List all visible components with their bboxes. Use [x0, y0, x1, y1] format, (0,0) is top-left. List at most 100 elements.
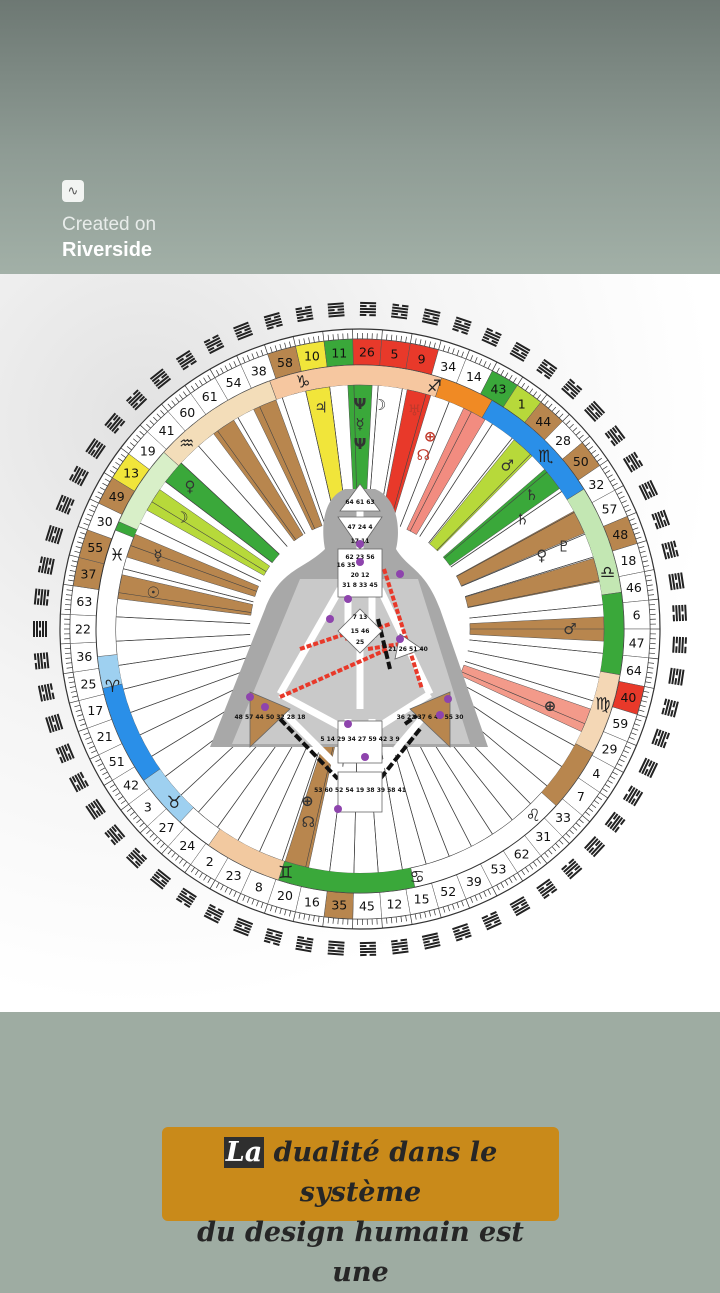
- zodiac-sign-icon: ♈: [105, 677, 120, 697]
- gate-number-label: 58: [277, 355, 293, 370]
- gate-number-label: 20: [277, 888, 293, 903]
- zodiac-sign-icon: ♋: [410, 867, 425, 887]
- hexagram-icon: [639, 758, 659, 778]
- hexagram-icon: [481, 911, 501, 930]
- hexagram-icon: [150, 869, 171, 890]
- center-gate-numbers: 53 60 52 54 19 38 39 58 41: [314, 787, 406, 794]
- center-gate-numbers: 7 13: [353, 614, 368, 621]
- hexagram-icon: [672, 637, 687, 654]
- planet-symbol-icon: Ψ: [354, 435, 367, 453]
- hexagram-icon: [69, 466, 89, 487]
- gate-number-label: 64: [626, 663, 642, 678]
- activation-dot: [261, 703, 269, 711]
- hexagram-icon: [328, 302, 345, 317]
- hexagram-icon: [328, 941, 345, 956]
- hexagram-icon: [623, 785, 643, 806]
- gate-number-label: 41: [159, 423, 175, 438]
- gate-number-label: 59: [612, 716, 628, 731]
- gate-number-label: 7: [577, 789, 585, 804]
- planet-symbol-icon: ☿: [355, 415, 364, 433]
- center-gate-numbers: 16 35: [337, 562, 356, 569]
- planet-symbol-icon: Ψ: [354, 395, 367, 413]
- gate-number-label: 62: [514, 846, 530, 861]
- hexagram-icon: [45, 714, 63, 733]
- gate-number-label: 26: [359, 345, 375, 360]
- gate-number-label: 33: [555, 810, 571, 825]
- gate-number-label: 31: [535, 829, 551, 844]
- gate-number-label: 5: [390, 347, 398, 362]
- hexagram-icon: [605, 812, 626, 833]
- hexagram-icon: [150, 368, 171, 389]
- activation-dot: [356, 558, 364, 566]
- gate-number-label: 45: [359, 898, 375, 913]
- activation-dot: [344, 595, 352, 603]
- gate-number-label: 49: [109, 489, 125, 504]
- hexagram-icon: [233, 917, 253, 936]
- hexagram-icon: [561, 858, 582, 879]
- hexagram-icon: [45, 525, 63, 544]
- hexagram-icon: [38, 556, 55, 574]
- gate-number-label: 3: [144, 800, 152, 815]
- hexagram-icon: [422, 932, 441, 949]
- gate-number-label: 42: [123, 778, 139, 793]
- planet-symbol-icon: ⊕: [544, 697, 557, 715]
- center-gate-numbers: 5 14 29 34 27 59 42 3 9: [320, 736, 399, 743]
- gate-number-label: 22: [75, 622, 91, 637]
- planet-symbol-icon: ☊: [302, 813, 315, 831]
- planet-symbol-icon: ♀: [184, 477, 195, 495]
- zodiac-sign-icon: ♐: [427, 377, 442, 397]
- hexagram-icon: [661, 698, 679, 717]
- riverside-brand-name: Riverside: [62, 239, 152, 262]
- gate-number-label: 12: [386, 896, 402, 911]
- zodiac-sign-icon: ♓: [109, 546, 124, 566]
- gate-number-label: 51: [109, 754, 125, 769]
- hexagram-icon: [104, 413, 125, 434]
- planet-symbol-icon: ♄: [516, 510, 529, 528]
- hexagram-icon: [452, 923, 472, 941]
- hexagram-icon: [34, 588, 50, 605]
- gate-number-label: 11: [331, 345, 347, 360]
- gate-number-label: 32: [588, 477, 604, 492]
- hexagram-icon: [536, 359, 557, 380]
- center-gate-numbers: 64 61 63: [345, 499, 374, 506]
- zodiac-sign-icon: ♎: [600, 563, 615, 583]
- hexagram-icon: [126, 847, 147, 868]
- gate-number-label: 47: [629, 635, 645, 650]
- gate-number-label: 28: [555, 433, 571, 448]
- hexagram-icon: [204, 334, 225, 354]
- activation-dot: [326, 615, 334, 623]
- planet-symbol-icon: ☊: [417, 446, 430, 464]
- gate-number-label: 44: [535, 414, 551, 429]
- gate-number-label: 29: [602, 742, 618, 757]
- gate-number-label: 55: [87, 540, 103, 555]
- hexagram-icon: [452, 316, 472, 334]
- gate-number-label: 25: [81, 676, 97, 691]
- gate-number-label: 9: [418, 351, 426, 366]
- hexagram-icon: [584, 401, 605, 422]
- subtitle-caption: La dualité dans le système du design hum…: [162, 1127, 559, 1221]
- hexagram-icon: [661, 541, 679, 560]
- gate-number-label: 21: [97, 729, 113, 744]
- gate-number-label: 30: [97, 514, 113, 529]
- gate-number-label: 46: [626, 580, 642, 595]
- planet-symbol-icon: ♂: [500, 457, 513, 475]
- hexagram-icon: [481, 328, 501, 347]
- hexagram-icon: [536, 878, 557, 899]
- hexagram-icon: [510, 896, 531, 916]
- zodiac-sign-icon: ♌: [526, 806, 541, 826]
- hexagram-icon: [56, 743, 75, 763]
- planet-symbol-icon: ☉: [146, 584, 159, 602]
- center-gate-numbers: 15 46: [351, 628, 370, 635]
- hexagram-icon: [391, 939, 409, 955]
- zodiac-sign-icon: ♉: [167, 793, 182, 813]
- gate-number-label: 54: [226, 375, 242, 390]
- gate-number-label: 1: [518, 397, 526, 412]
- riverside-wave-icon: ∿: [62, 180, 84, 202]
- gate-number-label: 17: [87, 703, 103, 718]
- planet-symbol-icon: ⊕: [424, 427, 437, 445]
- created-on-label: Created on: [62, 214, 156, 236]
- hexagram-icon: [651, 729, 670, 749]
- planet-symbol-icon: ♅: [408, 402, 421, 420]
- gate-number-label: 53: [491, 861, 507, 876]
